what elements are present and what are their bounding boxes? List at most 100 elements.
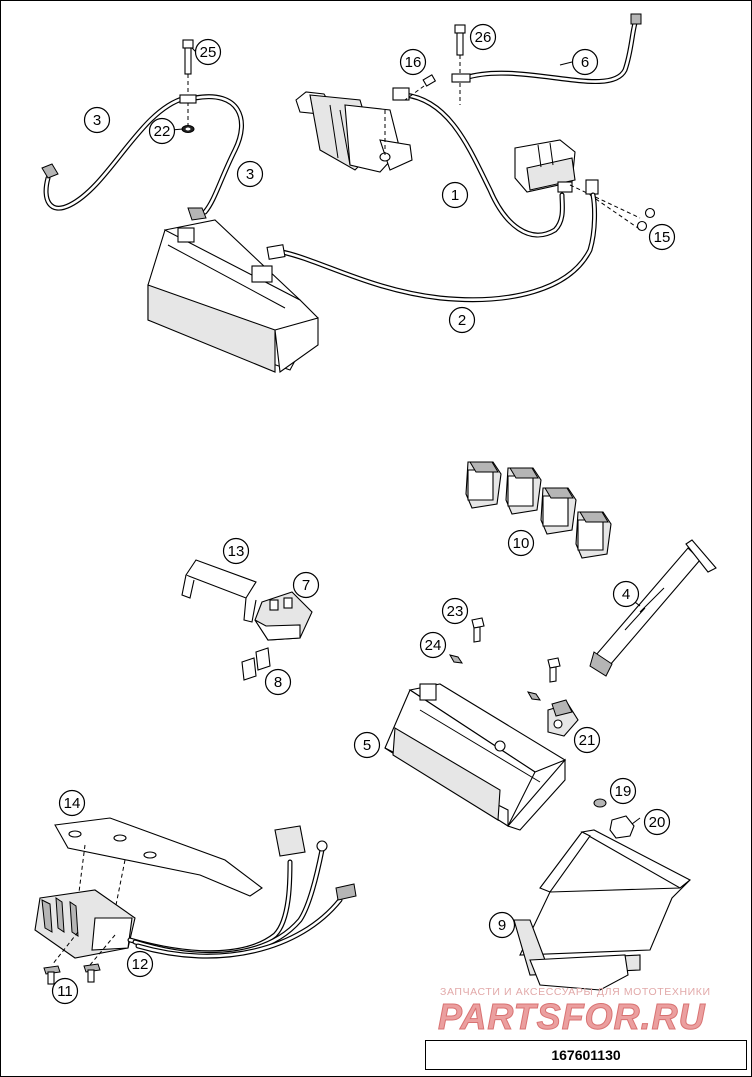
washer-22 [179, 94, 197, 133]
callout-circle [573, 726, 601, 754]
battery-holder-9 [513, 829, 692, 991]
callout-8: 8 [264, 668, 292, 696]
bolts-11 [43, 931, 116, 985]
callout-circle [292, 571, 320, 599]
callout-number: 13 [228, 543, 245, 560]
callout-number: 14 [64, 795, 81, 812]
callout-16: 16 [399, 48, 427, 76]
callout-circle [571, 48, 599, 76]
callout-21: 21 [573, 726, 601, 754]
drawing-number: 167601130 [425, 1040, 747, 1070]
callout-circle [609, 777, 637, 805]
callout-circle [643, 808, 671, 836]
callout-number: 4 [622, 586, 630, 603]
callout-circle [612, 580, 640, 608]
bracket-14 [54, 817, 263, 911]
callout-number: 22 [154, 123, 171, 140]
fuses-8 [241, 647, 271, 681]
callout-15: 15 [648, 223, 676, 251]
callout-number: 15 [654, 229, 671, 246]
callout-12: 12 [126, 950, 154, 978]
callout-circle [488, 911, 516, 939]
connector-boots-10 [465, 461, 612, 559]
callout-number: 5 [363, 737, 371, 754]
callout-number: 26 [475, 29, 492, 46]
cable-3-left [41, 95, 188, 211]
nut-20 [609, 815, 635, 839]
voltage-regulator-12 [34, 889, 136, 959]
callout-23: 23 [441, 597, 469, 625]
bolt-26 [451, 24, 471, 105]
bolt-battery-terminal [526, 657, 561, 701]
callout-6: 6 [571, 48, 599, 76]
callout-circle [83, 106, 111, 134]
cable-2 [266, 192, 598, 303]
callout-number: 25 [200, 44, 217, 61]
callout-circle [419, 631, 447, 659]
callout-number: 24 [425, 637, 442, 654]
callout-number: 2 [458, 312, 466, 329]
callout-circle [51, 977, 79, 1005]
screw-19 [593, 798, 607, 808]
callout-circle [507, 529, 535, 557]
callout-number: 1 [451, 187, 459, 204]
starter-motor [295, 91, 413, 173]
callout-circle [399, 48, 427, 76]
callout-10: 10 [507, 529, 535, 557]
bolts-15 [569, 179, 656, 232]
callout-9: 9 [488, 911, 516, 939]
bolt-16 [404, 74, 437, 101]
callout-1: 1 [441, 181, 469, 209]
callout-number: 3 [93, 112, 101, 129]
callout-number: 23 [447, 603, 464, 620]
callout-14: 14 [58, 789, 86, 817]
callout-number: 3 [246, 166, 254, 183]
callout-number: 20 [649, 814, 666, 831]
terminal-cover-21 [547, 699, 579, 737]
callout-circle [222, 537, 250, 565]
callout-number: 7 [302, 577, 310, 594]
callout-number: 19 [615, 783, 632, 800]
callout-number: 12 [132, 956, 149, 973]
callout-5: 5 [353, 731, 381, 759]
callout-circle [441, 597, 469, 625]
callout-22: 22 [148, 117, 176, 145]
callout-number: 11 [57, 983, 73, 1000]
callout-circle [264, 668, 292, 696]
callout-4: 4 [612, 580, 640, 608]
callout-number: 6 [581, 54, 589, 71]
callout-number: 10 [513, 535, 530, 552]
battery-upper [147, 219, 319, 373]
callout-number: 8 [274, 674, 282, 691]
callout-circle [126, 950, 154, 978]
callout-circle [236, 160, 264, 188]
watermark-caption: ЗАПЧАСТИ И АКСЕССУАРЫ ДЛЯ МОТОТЕХНИКИ [440, 986, 711, 998]
callout-circle [441, 181, 469, 209]
callout-2: 2 [448, 306, 476, 334]
cable-6 [462, 13, 642, 85]
nut-25 [448, 654, 464, 664]
callout-26: 26 [469, 23, 497, 51]
callout-3: 3 [236, 160, 264, 188]
bracket-13 [181, 559, 257, 623]
battery-strap-4 [589, 539, 717, 677]
cable-3-right [187, 94, 244, 221]
regulator-wires [127, 825, 357, 959]
callout-circle [148, 117, 176, 145]
callout-circle [353, 731, 381, 759]
callout-circle [194, 38, 222, 66]
bolt-24 [182, 39, 194, 130]
callout-circle [58, 789, 86, 817]
callout-number: 16 [405, 54, 422, 71]
starter-relay-7 [254, 591, 313, 641]
callout-25: 25 [194, 38, 222, 66]
cable-1 [392, 87, 565, 238]
starter-relay-upper [514, 139, 576, 193]
bolt-23 [471, 617, 485, 643]
callout-circle [648, 223, 676, 251]
callout-7: 7 [292, 571, 320, 599]
callout-circle [448, 306, 476, 334]
watermark-logo: PARTSFOR.RU [438, 996, 706, 1038]
callout-24: 24 [419, 631, 447, 659]
